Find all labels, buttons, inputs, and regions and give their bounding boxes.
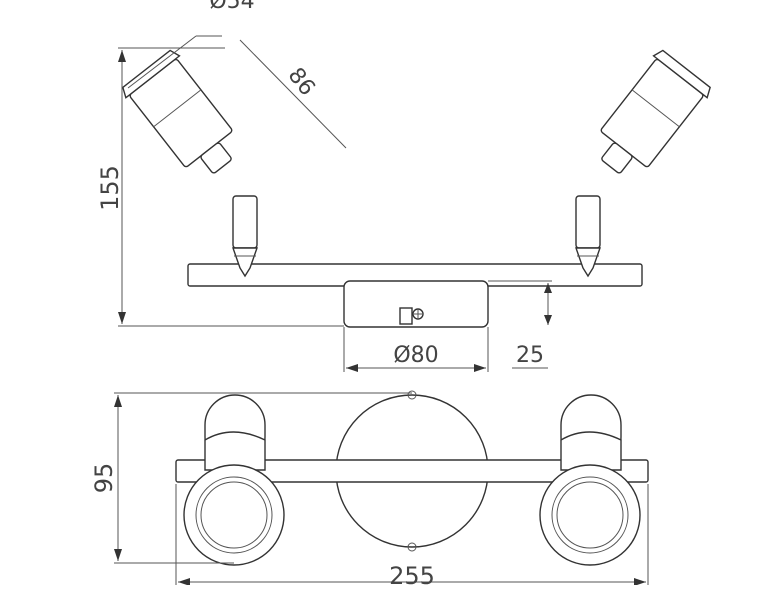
label-base-diameter: Ø80: [393, 343, 438, 368]
label-head-length: 86: [283, 63, 320, 100]
side-view: 155 Ø54 86 Ø80 25: [96, 0, 711, 372]
dim-head-length: 86: [239, 39, 347, 149]
label-base-height: 25: [516, 343, 544, 368]
label-total-width: 255: [389, 562, 435, 585]
label-depth: 95: [90, 463, 118, 494]
front-left-spot: [183, 394, 285, 566]
side-base: [343, 280, 489, 328]
dim-depth: 95: [90, 392, 412, 564]
label-total-height: 155: [96, 165, 124, 211]
left-spot-head: [122, 49, 233, 174]
dim-base-diameter: Ø80: [343, 327, 489, 372]
dim-total-height: 155: [96, 47, 344, 327]
label-head-diameter: Ø54: [209, 0, 254, 14]
right-arm: [575, 195, 601, 278]
right-spot-head: [600, 49, 711, 174]
front-view: 95 255: [90, 390, 649, 589]
front-right-spot: [539, 394, 641, 566]
base-switch: [399, 307, 424, 325]
dim-base-height: 25: [488, 280, 552, 369]
dim-head-diameter: Ø54: [127, 0, 255, 89]
front-bar: [175, 459, 649, 483]
left-arm: [232, 195, 258, 278]
